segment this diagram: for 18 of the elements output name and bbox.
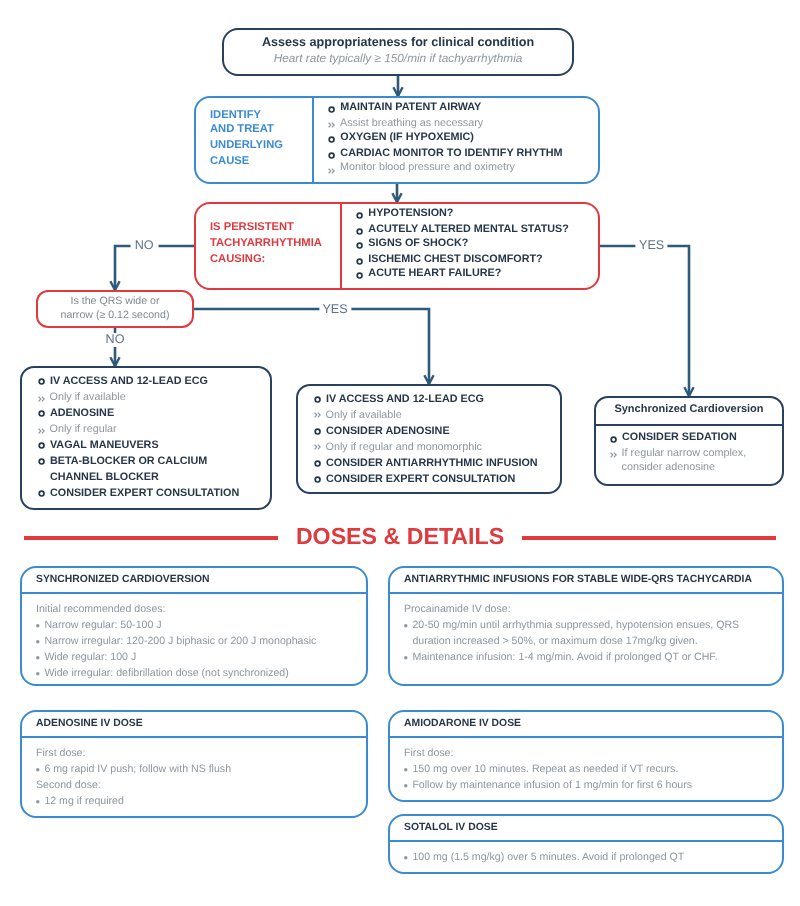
- section-heading: DOSES & DETAILS: [295, 524, 505, 552]
- decision-box: [36, 290, 194, 328]
- info-card: [388, 710, 784, 802]
- connector-arrow: [391, 184, 403, 204]
- connector-arrow: [109, 244, 194, 292]
- connector-arrow: [392, 76, 404, 98]
- action-box: [594, 396, 784, 486]
- process-box: [194, 96, 600, 184]
- connector-arrow: [600, 244, 695, 398]
- connector-arrow: [194, 307, 435, 386]
- info-card: [20, 566, 368, 686]
- process-box: [222, 28, 574, 76]
- info-card: [20, 710, 368, 818]
- action-box: [20, 366, 272, 510]
- decision-box: [194, 202, 600, 290]
- action-box: [296, 384, 562, 494]
- info-card: [388, 814, 784, 874]
- info-card: [388, 566, 784, 686]
